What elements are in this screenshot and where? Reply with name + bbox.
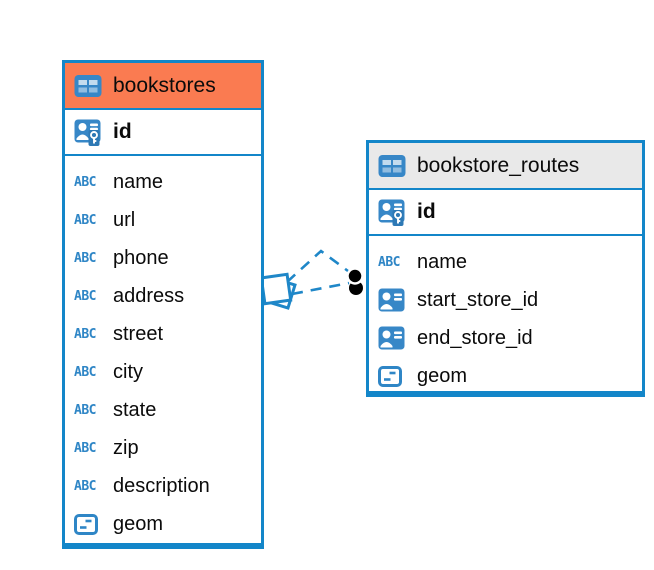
table-title: bookstore_routes <box>417 153 580 177</box>
text-type-icon: ABC <box>74 326 96 342</box>
double-dot-marker[interactable] <box>346 267 364 296</box>
column-row-geom[interactable]: geom <box>369 357 642 395</box>
text-type-icon: ABC <box>74 402 96 418</box>
column-name: city <box>113 360 143 383</box>
entity-table-bookstores[interactable]: bookstores id ABC <box>62 60 264 549</box>
text-type-icon: ABC <box>74 250 96 266</box>
table-title: bookstores <box>113 73 216 97</box>
text-type-icon: ABC <box>74 364 96 380</box>
column-row-start-store-id[interactable]: start_store_id <box>369 281 642 319</box>
entity-header-bookstore-routes[interactable]: bookstore_routes <box>369 143 642 190</box>
column-name: geom <box>113 512 164 535</box>
table-icon <box>74 74 104 98</box>
column-row-city[interactable]: ABC city <box>65 353 261 391</box>
pk-row[interactable]: id <box>369 190 642 236</box>
column-row-description[interactable]: ABC description <box>65 467 261 505</box>
relationship-line-lower[interactable] <box>291 281 350 296</box>
foreign-key-icon <box>378 326 408 350</box>
text-type-icon: ABC <box>74 212 96 228</box>
pk-column-name: id <box>417 200 436 223</box>
column-list: ABC name ABC url ABC phone ABC address A… <box>65 156 261 543</box>
column-name: start_store_id <box>417 288 539 311</box>
relationship-line-upper[interactable] <box>286 249 353 283</box>
text-type-icon: ABC <box>74 288 96 304</box>
foreign-key-icon <box>378 288 408 312</box>
primary-key-icon <box>74 119 104 146</box>
entity-header-bookstores[interactable]: bookstores <box>65 63 261 110</box>
column-name: state <box>113 398 157 421</box>
pk-row[interactable]: id <box>65 110 261 156</box>
column-name: url <box>113 208 136 231</box>
column-row-address[interactable]: ABC address <box>65 277 261 315</box>
column-row-zip[interactable]: ABC zip <box>65 429 261 467</box>
column-list: ABC name start_store_id <box>369 236 642 395</box>
column-name: name <box>113 170 164 193</box>
column-name: geom <box>417 364 468 387</box>
column-name: phone <box>113 246 169 269</box>
column-name: name <box>417 250 468 273</box>
entity-table-bookstore-routes[interactable]: bookstore_routes id ABC <box>366 140 645 397</box>
column-row-name[interactable]: ABC name <box>369 243 642 281</box>
column-row-phone[interactable]: ABC phone <box>65 239 261 277</box>
column-row-street[interactable]: ABC street <box>65 315 261 353</box>
column-name: end_store_id <box>417 326 533 349</box>
text-type-icon: ABC <box>378 254 400 270</box>
column-row-end-store-id[interactable]: end_store_id <box>369 319 642 357</box>
text-type-icon: ABC <box>74 174 96 190</box>
column-name: description <box>113 474 210 497</box>
column-name: street <box>113 322 164 345</box>
geometry-type-icon <box>378 365 408 387</box>
table-icon <box>378 154 408 178</box>
column-row-name[interactable]: ABC name <box>65 163 261 201</box>
column-row-geom[interactable]: geom <box>65 505 261 543</box>
column-name: zip <box>113 436 139 459</box>
text-type-icon: ABC <box>74 478 96 494</box>
column-name: address <box>113 284 185 307</box>
column-row-url[interactable]: ABC url <box>65 201 261 239</box>
diamond-marker[interactable] <box>259 272 297 310</box>
column-row-state[interactable]: ABC state <box>65 391 261 429</box>
primary-key-icon <box>378 199 408 226</box>
geometry-type-icon <box>74 513 104 535</box>
pk-column-name: id <box>113 120 132 143</box>
text-type-icon: ABC <box>74 440 96 456</box>
